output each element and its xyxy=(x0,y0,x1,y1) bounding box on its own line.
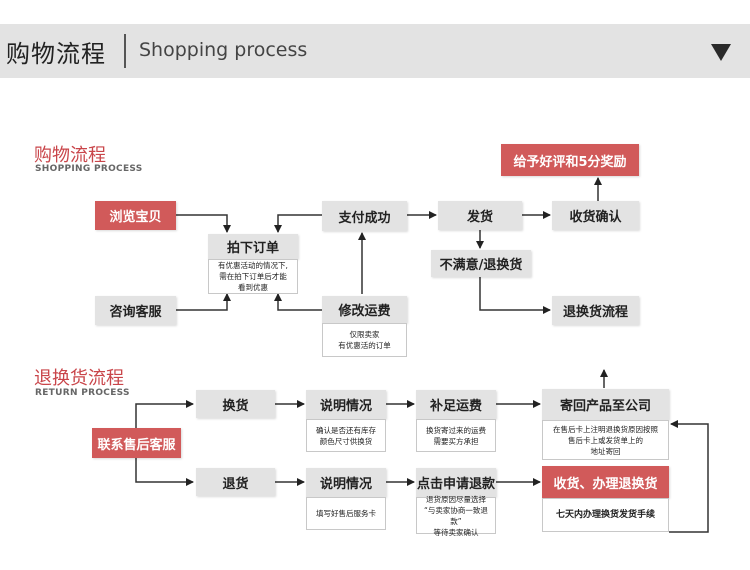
return-section-title: 退换货流程 xyxy=(34,368,124,389)
explain1-note-line-1: 确认是否还有库存 xyxy=(316,425,376,435)
fee-note-line-2: 需要买方承担 xyxy=(433,436,479,446)
pay-shipping-fee-box: 补足运费 xyxy=(416,390,496,419)
arrow-browse-to-order xyxy=(176,214,231,233)
modify-shipping-note: 仅限卖家 有优惠活的订单 xyxy=(322,323,407,357)
explain-exchange-note: 确认是否还有库存 颜色尺寸供换货 xyxy=(306,419,386,452)
arrow-consult-to-order xyxy=(176,293,231,311)
arrow-pay-to-order xyxy=(274,214,322,233)
explain-refund-box: 说明情况 xyxy=(306,468,386,497)
seven-days-text: 七天内办理换货发货手续 xyxy=(555,509,655,520)
return-process-box: 退换货流程 xyxy=(552,296,639,325)
header-title-cn: 购物流程 xyxy=(6,40,106,68)
return-section-subtitle: RETURN PROCESS xyxy=(35,388,130,398)
contact-aftersales-box: 联系售后客服 xyxy=(92,428,181,458)
page-header: 购物流程 Shopping process xyxy=(0,24,750,78)
sendback-note-line-3: 地址寄回 xyxy=(590,446,621,456)
apply-refund-note: 退货原因尽量选择 “与卖家协商一致退款” 等待卖家确认 xyxy=(416,494,496,537)
explain-refund-note: 填写好售后服务卡 xyxy=(306,497,386,530)
consult-service-box: 咨询客服 xyxy=(95,296,176,325)
order-note-line-1: 有优惠活动的情况下, xyxy=(218,261,288,270)
arrow-loop-to-sendback-note xyxy=(669,420,709,533)
browse-items-box: 浏览宝贝 xyxy=(95,201,176,230)
modify-note-line-2: 有优惠活的订单 xyxy=(338,341,391,350)
receive-process-box: 收货、办理退换货 xyxy=(542,466,669,498)
modify-shipping-box: 修改运费 xyxy=(322,296,407,323)
refund-box: 退货 xyxy=(196,468,275,496)
place-order-box: 拍下订单 xyxy=(208,234,298,259)
exchange-box: 换货 xyxy=(196,390,275,418)
shopping-section-title: 购物流程 xyxy=(34,145,106,166)
payment-success-box: 支付成功 xyxy=(322,201,407,231)
explain-exchange-box: 说明情况 xyxy=(306,390,386,419)
arrow-unsatisfied-to-return xyxy=(479,277,551,314)
apply-note-line-3: 等待卖家确认 xyxy=(433,527,479,537)
ship-box: 发货 xyxy=(438,201,522,230)
shopping-section-subtitle: SHOPPING PROCESS xyxy=(35,164,143,174)
arrow-contact-to-refund xyxy=(135,458,194,486)
explain2-note-line-1: 填写好售后服务卡 xyxy=(316,509,376,518)
header-divider xyxy=(124,34,126,68)
seven-days-note: 七天内办理换货发货手续 xyxy=(542,498,669,532)
sendback-note-line-1: 在售后卡上注明退换货原因按照 xyxy=(553,424,658,434)
place-order-note: 有优惠活动的情况下, 需在拍下订单后才能 看到优惠 xyxy=(208,259,298,294)
order-note-line-3: 看到优惠 xyxy=(238,283,268,292)
receipt-confirm-box: 收货确认 xyxy=(552,201,639,230)
apply-refund-box: 点击申请退款 xyxy=(416,468,496,497)
reward-review-box: 给予好评和5分奖励 xyxy=(501,144,639,176)
collapse-triangle-icon[interactable] xyxy=(711,44,731,61)
unsatisfied-box: 不满意/退换货 xyxy=(431,250,531,277)
fee-note-line-1: 换货寄过来的运费 xyxy=(426,425,486,435)
header-title-en: Shopping process xyxy=(139,39,308,61)
apply-note-line-1: 退货原因尽量选择 xyxy=(426,494,486,504)
send-back-product-box: 寄回产品至公司 xyxy=(542,389,669,420)
pay-shipping-fee-note: 换货寄过来的运费 需要买方承担 xyxy=(416,419,496,452)
send-back-note: 在售后卡上注明退换货原因按照 售后卡上或发货单上的 地址寄回 xyxy=(542,420,669,460)
explain1-note-line-2: 颜色尺寸供换货 xyxy=(319,436,373,446)
order-note-line-2: 需在拍下订单后才能 xyxy=(219,272,287,281)
apply-note-line-2: “与卖家协商一致退款” xyxy=(424,505,488,526)
arrow-modify-to-order xyxy=(274,293,322,311)
modify-note-line-1: 仅限卖家 xyxy=(349,330,380,339)
arrow-contact-to-exchange xyxy=(135,400,194,428)
sendback-note-line-2: 售后卡上或发货单上的 xyxy=(568,435,643,445)
